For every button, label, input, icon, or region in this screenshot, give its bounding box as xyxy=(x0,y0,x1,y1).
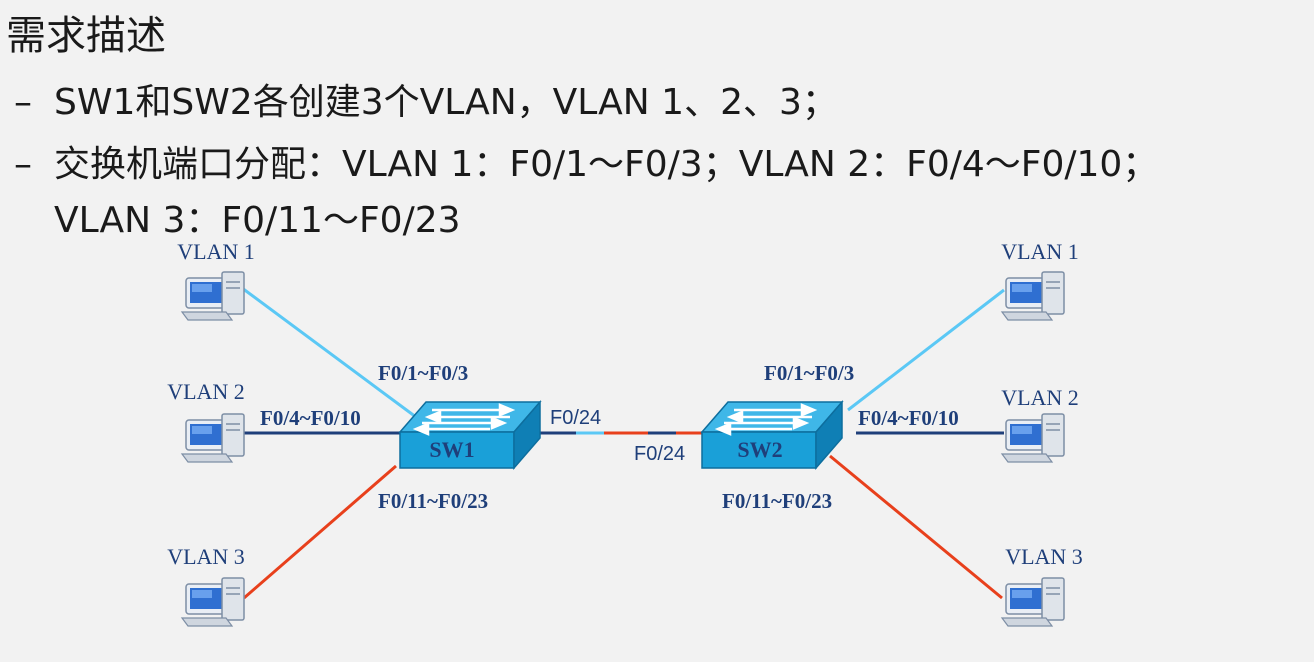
host-label-sw1-vlan1: VLAN 1 xyxy=(177,239,255,264)
link-sw2-vlan1 xyxy=(847,288,1005,412)
bullet-vlan-creation: –SW1和SW2各创建3个VLAN，VLAN 1、2、3； xyxy=(14,78,838,128)
host-label-sw2-vlan2: VLAN 2 xyxy=(1001,385,1079,410)
host-label-sw1-vlan2: VLAN 2 xyxy=(167,379,245,404)
port-label-sw1-vlan2: F0/4~F0/10 xyxy=(260,406,361,430)
port-label-sw1-vlan1: F0/1~F0/3 xyxy=(378,361,468,385)
slide-title: 需求描述 xyxy=(6,13,166,59)
trunk-port-label-sw1: F0/24 xyxy=(550,407,601,429)
pc-icon-sw1-vlan2 xyxy=(181,413,245,463)
bullet-dash: – xyxy=(14,82,32,123)
bullet-dash: – xyxy=(14,144,32,185)
port-label-sw2-vlan1: F0/1~F0/3 xyxy=(764,361,854,385)
host-label-sw2-vlan3: VLAN 3 xyxy=(1005,544,1083,569)
link-sw2-vlan3 xyxy=(829,454,1003,600)
host-label-sw1-vlan3: VLAN 3 xyxy=(167,544,245,569)
link-sw1-vlan1 xyxy=(241,286,421,422)
port-label-sw2-vlan3: F0/11~F0/23 xyxy=(722,489,832,513)
pc-icon-sw2-vlan2 xyxy=(1001,413,1065,463)
pc-icon-sw1-vlan1 xyxy=(181,271,245,321)
bullet-text: 交换机端口分配：VLAN 1：F0/1～F0/3；VLAN 2：F0/4～F0/… xyxy=(54,144,1159,185)
pc-icon-sw2-vlan1 xyxy=(1001,271,1065,321)
bullet-continuation: VLAN 3：F0/11～F0/23 xyxy=(54,200,461,241)
host-label-sw2-vlan1: VLAN 1 xyxy=(1001,239,1079,264)
bullet-text: SW1和SW2各创建3个VLAN，VLAN 1、2、3； xyxy=(54,82,838,123)
pc-icon-sw2-vlan3 xyxy=(1001,577,1065,627)
port-label-sw1-vlan3: F0/11~F0/23 xyxy=(378,489,488,513)
port-label-sw2-vlan2: F0/4~F0/10 xyxy=(858,406,959,430)
link-sw1-vlan3 xyxy=(243,464,397,600)
switch-sw1-label: SW1 xyxy=(429,437,474,462)
pc-icon-sw1-vlan3 xyxy=(181,577,245,627)
bullet-port-assignment: –交换机端口分配：VLAN 1：F0/1～F0/3；VLAN 2：F0/4～F0… xyxy=(14,140,1158,190)
switch-sw2-label: SW2 xyxy=(737,437,782,462)
trunk-port-label-sw2: F0/24 xyxy=(634,443,685,465)
